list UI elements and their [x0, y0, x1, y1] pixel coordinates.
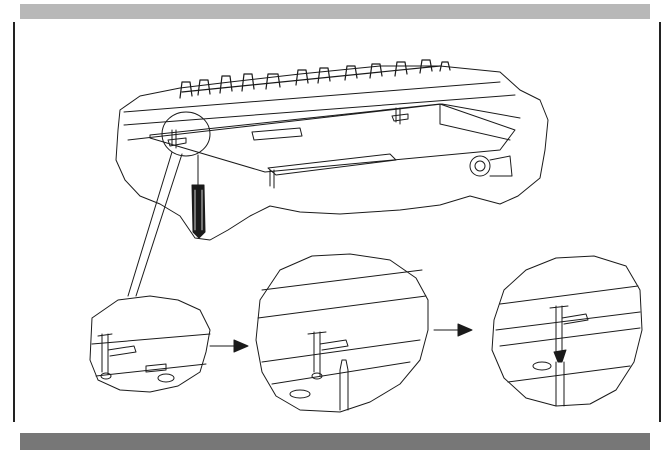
detail-step-2	[255, 253, 429, 413]
footer-bar	[20, 433, 650, 450]
hob-underside-panel	[149, 103, 516, 173]
worktop-front-edge	[123, 94, 516, 126]
fixing-bracket-side	[269, 169, 275, 189]
detail-1-bracket	[97, 333, 113, 375]
rating-plate	[251, 127, 303, 141]
worktop-top-edge	[123, 81, 501, 113]
left-margin-rule	[13, 22, 15, 422]
detail-3-screwdriver	[555, 361, 565, 407]
hob-cutaway-outline	[115, 65, 549, 241]
detail-2-bracket	[307, 331, 327, 377]
detail-1-outline	[89, 295, 211, 393]
right-margin-rule	[659, 22, 661, 422]
step-arrow-2	[433, 323, 473, 337]
pan-supports	[179, 59, 451, 99]
hob-main-view	[115, 59, 549, 297]
step-arrow-1	[209, 339, 249, 353]
fixing-bracket-rear	[391, 107, 409, 125]
worktop-lower-edge	[127, 103, 521, 141]
detail-2-outline	[255, 253, 429, 413]
detail-step-3	[491, 255, 643, 407]
leader-line-1	[127, 151, 173, 297]
hob-side-wall	[439, 103, 511, 141]
header-bar	[20, 4, 650, 19]
fixing-bracket-front	[167, 129, 187, 149]
screwdriver	[191, 154, 206, 239]
detail-3-bracket	[549, 305, 569, 357]
detail-magnifier-circle	[161, 111, 211, 157]
detail-2-screwdriver	[339, 359, 349, 411]
leader-line-2	[135, 153, 183, 297]
detail-3-outline	[491, 255, 643, 407]
gas-connector	[469, 155, 513, 177]
detail-step-1	[89, 295, 211, 393]
gas-rail	[267, 153, 397, 176]
